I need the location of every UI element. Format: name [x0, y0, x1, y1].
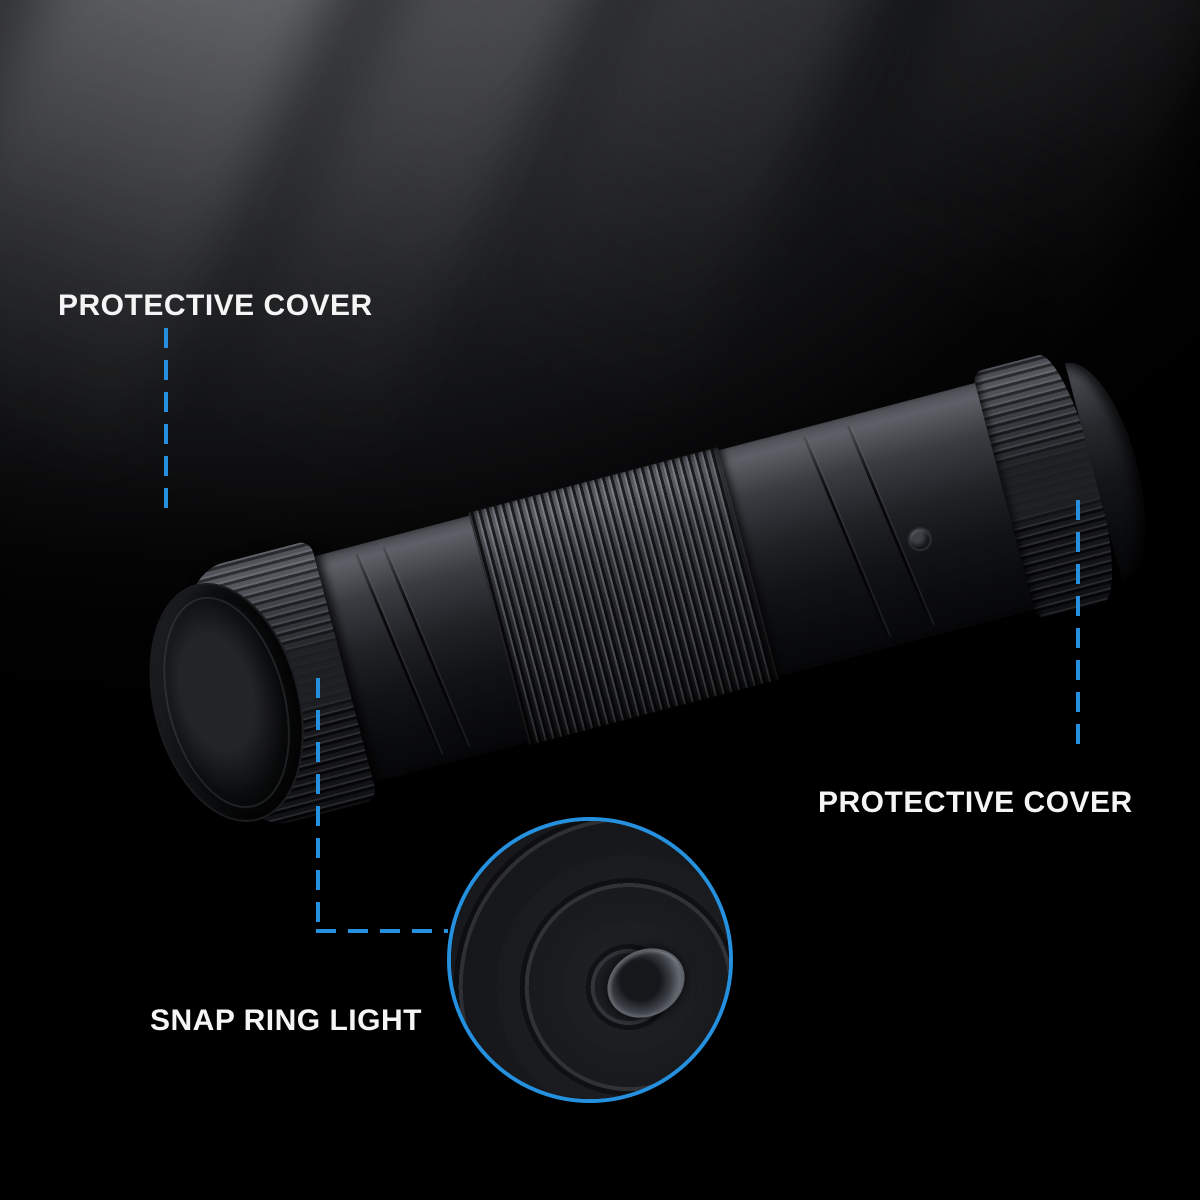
leader-line-protective-cover-right — [1076, 500, 1080, 750]
label-snap-ring-light: SNAP RING LIGHT — [150, 1004, 422, 1037]
leader-line-snap-ring-vertical — [316, 678, 320, 933]
magnifier-inset-circle — [447, 817, 733, 1103]
leader-line-snap-ring-horizontal — [316, 929, 448, 933]
label-protective-cover-right: PROTECTIVE COVER — [818, 786, 1133, 819]
groove-ring — [803, 437, 890, 639]
screw-hole — [907, 526, 933, 552]
magnified-light-head — [451, 821, 729, 1099]
groove-ring — [846, 425, 934, 627]
label-protective-cover-left: PROTECTIVE COVER — [58, 289, 373, 322]
leader-line-protective-cover-left — [164, 328, 168, 520]
